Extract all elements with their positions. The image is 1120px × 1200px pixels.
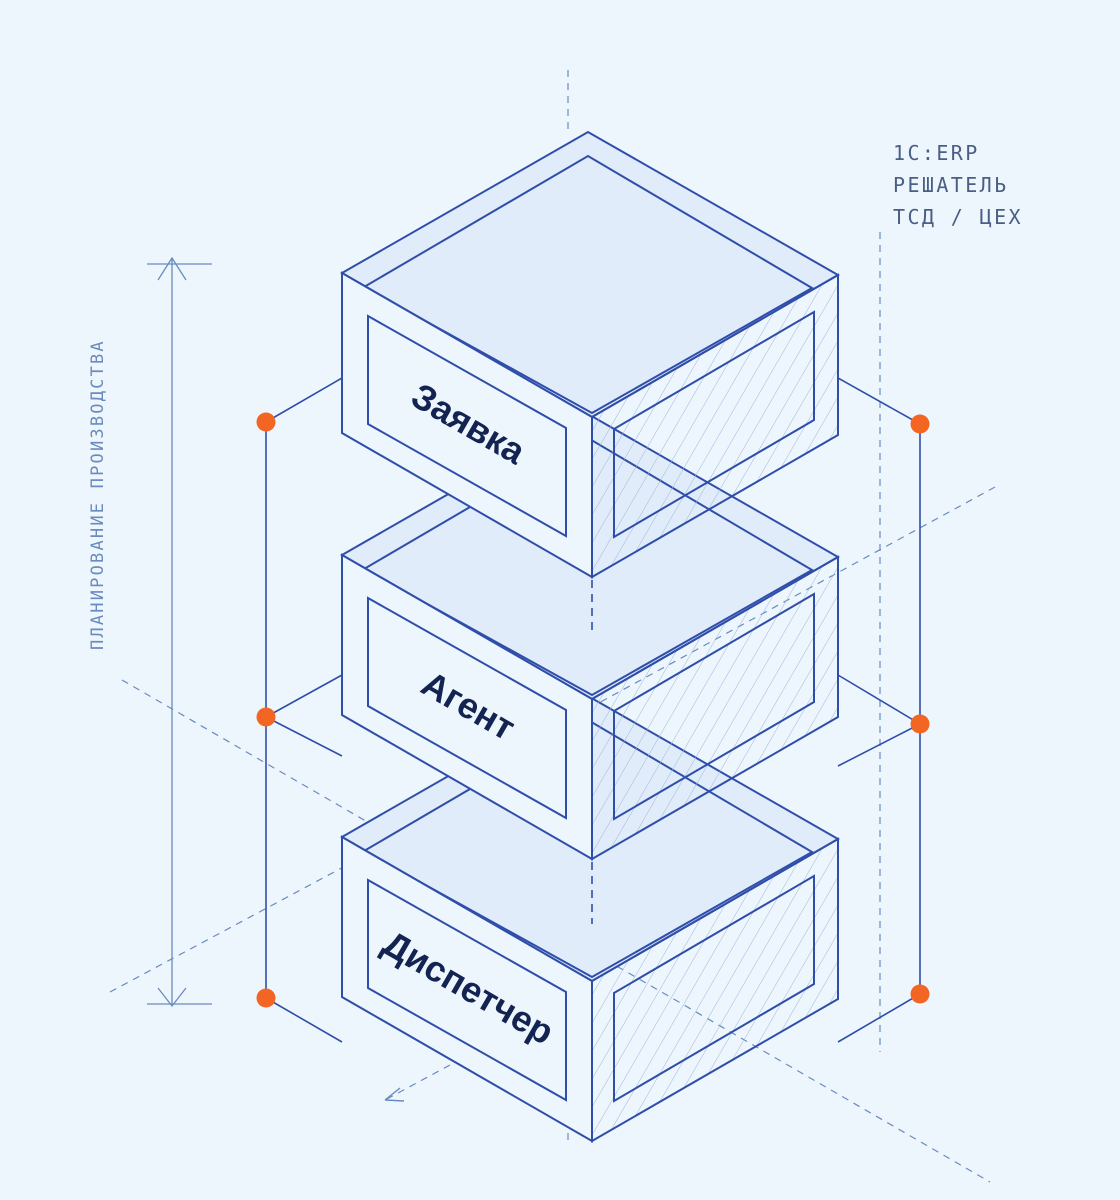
node-dot[interactable] <box>910 414 930 434</box>
height-dimension <box>147 256 212 1008</box>
node-dot[interactable] <box>910 984 930 1004</box>
layer-side-face <box>591 837 839 1143</box>
legend-line-2: РЕШАТЕЛЬ <box>893 173 1009 197</box>
node-dot[interactable] <box>256 412 276 432</box>
layer-side-face <box>591 555 839 861</box>
legend: 1C:ERP РЕШАТЕЛЬ ТСД / ЦЕХ <box>893 141 1023 229</box>
legend-line-3: ТСД / ЦЕХ <box>893 205 1023 229</box>
layer-stack: Диспетчер Агент Заявка <box>339 130 841 1143</box>
legend-line-1: 1C:ERP <box>893 141 980 165</box>
node-dot[interactable] <box>910 714 930 734</box>
connection-nodes <box>256 412 930 1008</box>
node-dot[interactable] <box>256 707 276 727</box>
node-dot[interactable] <box>256 988 276 1008</box>
layer-side-face <box>591 273 839 579</box>
guide-arrowhead-icon <box>384 1087 405 1102</box>
diagonal-guide-right <box>121 679 991 1183</box>
side-label: ПЛАНИРОВАНИЕ ПРОИЗВОДСТВА <box>88 339 108 650</box>
layer-request[interactable]: Заявка <box>339 130 841 579</box>
